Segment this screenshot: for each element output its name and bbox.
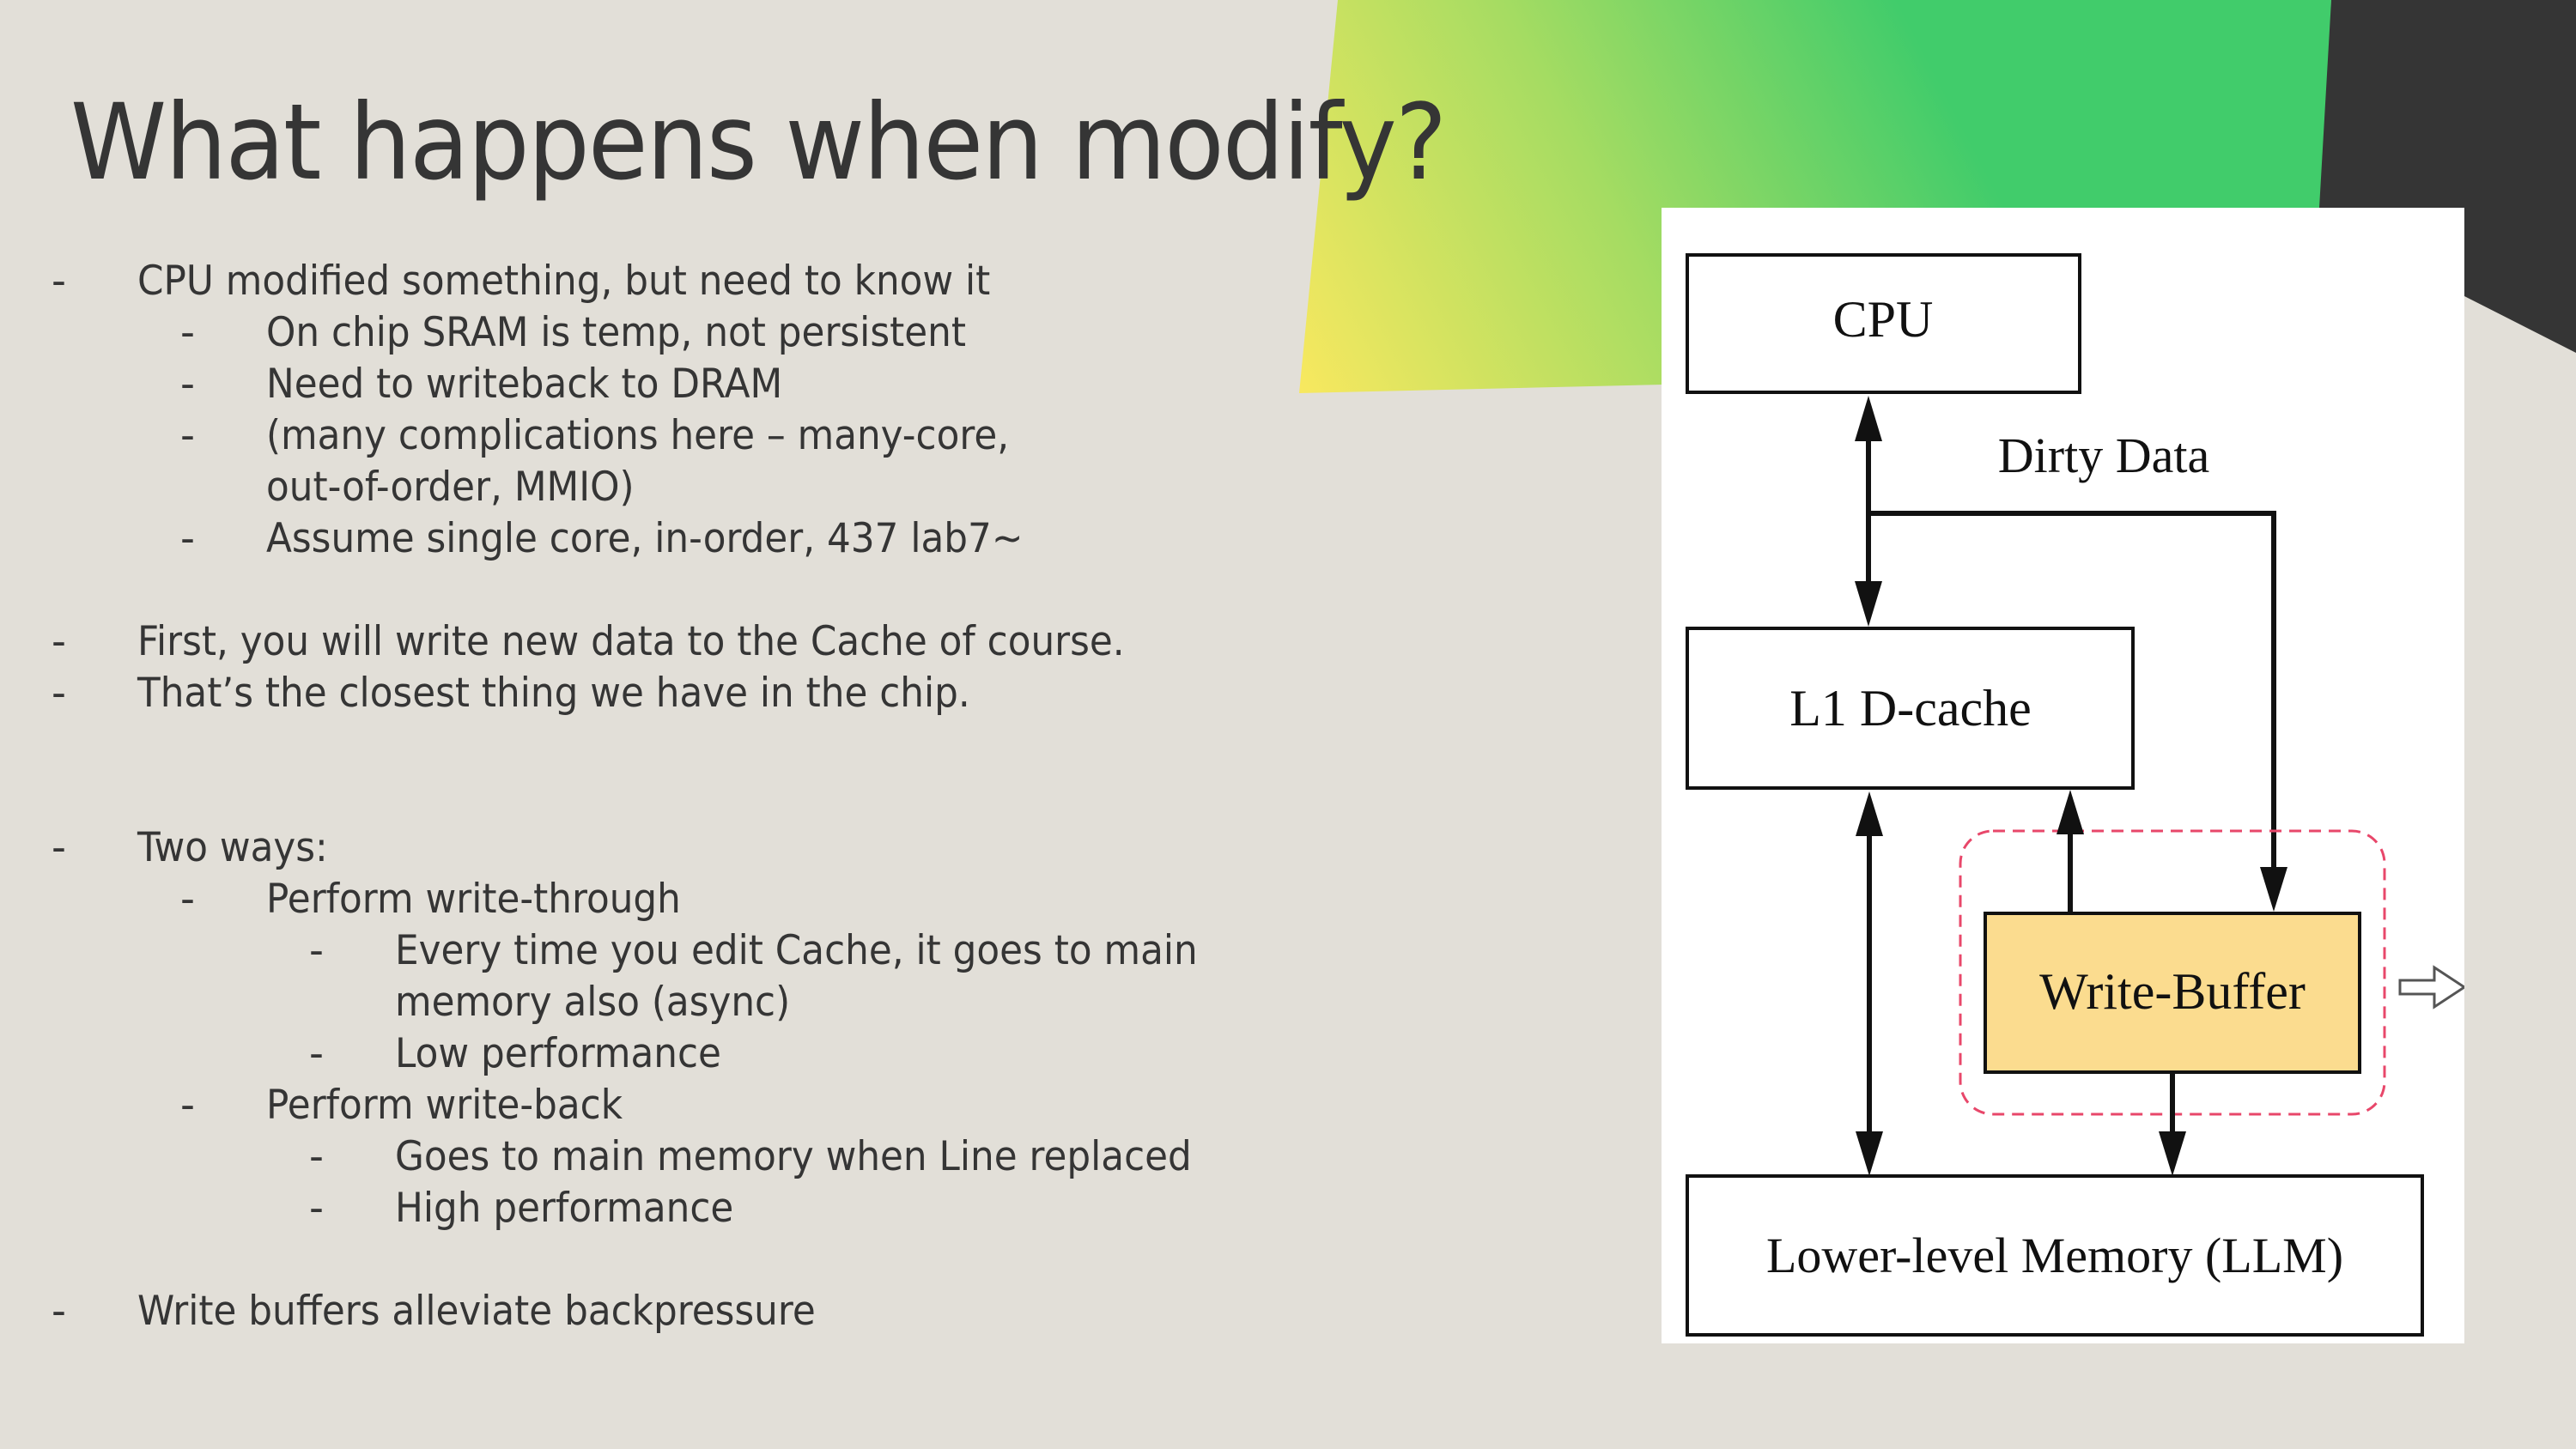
l1-llm-arrow	[1856, 791, 1883, 1176]
dirty-data-arrow	[1868, 511, 2287, 912]
bullet-marker: -	[309, 1030, 324, 1077]
bullet-text: Need to writeback to DRAM	[266, 361, 783, 408]
bullet-text: On chip SRAM is temp, not persistent	[266, 309, 966, 356]
bullet-marker: -	[180, 515, 195, 562]
bullet-item: - Perform write-back	[0, 1080, 1340, 1131]
bullet-marker: -	[180, 876, 195, 923]
bullet-item: - (many complications here – many-core,	[0, 410, 1340, 462]
bullet-text: First, you will write new data to the Ca…	[137, 618, 1125, 665]
bullet-list: -CPU modified something, but need to kno…	[0, 256, 1340, 1337]
bullet-marker: -	[309, 1185, 324, 1232]
bullet-marker: -	[180, 412, 195, 459]
write-buffer-label: Write-Buffer	[2039, 963, 2306, 1020]
wb-to-l1-arrow	[2057, 790, 2084, 913]
bullet-item: - Goes to main memory when Line replaced	[0, 1131, 1340, 1183]
wb-to-llm-arrow	[2159, 1073, 2186, 1176]
spacer	[0, 565, 1340, 616]
write-buffer-box: Write-Buffer	[1984, 912, 2361, 1074]
bullet-text: Assume single core, in-order, 437 lab7~	[266, 515, 1024, 562]
bullet-item: - On chip SRAM is temp, not persistent	[0, 307, 1340, 359]
spacer	[0, 719, 1340, 822]
cpu-l1-arrow	[1855, 396, 1882, 627]
bullet-marker: -	[309, 1133, 324, 1180]
dirty-data-label: Dirty Data	[1998, 427, 2209, 483]
cpu-label: CPU	[1833, 291, 1934, 348]
slide-title: What happens when modify?	[70, 82, 1447, 203]
lower-level-memory-box: Lower-level Memory (LLM)	[1686, 1174, 2424, 1337]
bullet-marker: -	[180, 309, 195, 356]
bullet-text: That’s the closest thing we have in the …	[137, 670, 970, 717]
bullet-item: - First, you will write new data to the C…	[0, 616, 1340, 668]
l1-dcache-box: L1 D-cache	[1686, 627, 2135, 790]
dark-corner-shape	[2319, 0, 2576, 353]
bullet-item: - Two ways:	[0, 822, 1340, 874]
bullet-text: Write buffers alleviate backpressure	[137, 1288, 816, 1335]
bullet-marker: -	[52, 824, 66, 871]
bullet-item: - CPU modified something, but need to kno…	[0, 256, 1340, 307]
bullet-text: High performance	[395, 1185, 734, 1232]
bullet-item-continuation: out-of-order, MMIO)	[0, 462, 1340, 513]
bullet-item: - Need to writeback to DRAM	[0, 359, 1340, 410]
bullet-text: Goes to main memory when Line replaced	[395, 1133, 1192, 1180]
bullet-item: - Every time you edit Cache, it goes to m…	[0, 925, 1340, 977]
lower-level-memory-label: Lower-level Memory (LLM)	[1766, 1228, 2343, 1283]
bullet-marker: -	[52, 618, 66, 665]
bullet-marker: -	[52, 670, 66, 717]
bullet-text: (many complications here – many-core,	[266, 412, 1010, 459]
bullet-text: Every time you edit Cache, it goes to ma…	[395, 927, 1198, 974]
bullet-text: memory also (async)	[395, 979, 791, 1026]
bullet-item-continuation: memory also (async)	[0, 977, 1340, 1028]
bullet-marker: -	[180, 361, 195, 408]
bullet-marker: -	[309, 927, 324, 974]
bullet-marker: -	[52, 258, 66, 305]
write-buffer-diagram: CPU Dirty Data L1 D-cache	[1662, 208, 2464, 1343]
bullet-item: - Assume single core, in-order, 437 lab7~	[0, 513, 1340, 565]
bullet-item: - High performance	[0, 1183, 1340, 1234]
bullet-item: - Write buffers alleviate backpressure	[0, 1286, 1340, 1337]
bullet-item: - Low performance	[0, 1028, 1340, 1080]
outgoing-hollow-arrow-icon	[2398, 965, 2464, 1009]
bullet-item: - Perform write-through	[0, 874, 1340, 925]
bullet-text: out-of-order, MMIO)	[266, 464, 635, 511]
bullet-marker: -	[52, 1288, 66, 1335]
bullet-text: Perform write-back	[266, 1082, 623, 1129]
l1-dcache-label: L1 D-cache	[1789, 680, 2031, 737]
bullet-text: CPU modified something, but need to know…	[137, 258, 991, 305]
bullet-marker: -	[180, 1082, 195, 1129]
bullet-text: Perform write-through	[266, 876, 681, 923]
spacer	[0, 1234, 1340, 1286]
bullet-item: - That’s the closest thing we have in the…	[0, 668, 1340, 719]
bullet-text: Low performance	[395, 1030, 721, 1077]
bullet-text: Two ways:	[137, 824, 328, 871]
cpu-box: CPU	[1686, 253, 2081, 394]
